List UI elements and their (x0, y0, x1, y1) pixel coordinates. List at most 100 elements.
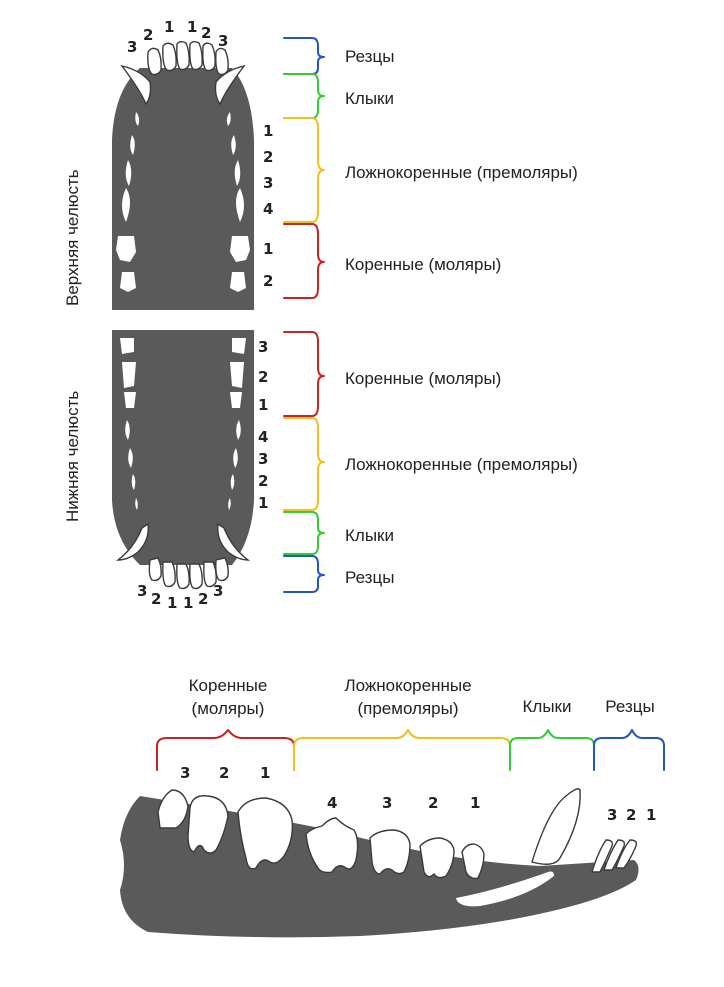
side-canines-bracket (509, 729, 595, 771)
svg-text:4: 4 (263, 200, 273, 218)
side-incisors-bracket (593, 729, 665, 771)
upper-incisors (147, 41, 229, 76)
lower-jaw: Нижняя челюсть (63, 330, 254, 590)
lower-incisor-numbers: 3 2 1 1 2 3 (137, 582, 223, 612)
upper-premolars-right (226, 112, 244, 222)
svg-text:2: 2 (143, 26, 153, 44)
upper-canine-left (120, 64, 152, 106)
lower-incisors-label: Резцы (345, 568, 394, 587)
svg-text:2: 2 (201, 24, 211, 42)
side-premolars-label-line1: Ложнокоренные (344, 676, 471, 695)
svg-text:1: 1 (260, 764, 270, 782)
side-incisors-label: Резцы (605, 697, 654, 716)
lower-premolar-numbers: 4 3 2 1 (258, 428, 268, 512)
svg-text:1: 1 (263, 122, 273, 140)
lower-molars-label: Коренные (моляры) (345, 369, 501, 388)
upper-incisor (202, 42, 216, 72)
upper-molars-bracket (283, 223, 325, 299)
svg-text:1: 1 (263, 240, 273, 258)
upper-jaw-bone (112, 68, 254, 310)
svg-text:1: 1 (187, 18, 197, 36)
svg-text:1: 1 (164, 18, 174, 36)
upper-canines-label: Клыки (345, 89, 394, 108)
side-molar-numbers: 3 2 1 (180, 764, 270, 782)
svg-text:2: 2 (198, 590, 208, 608)
svg-text:2: 2 (428, 794, 438, 812)
svg-text:1: 1 (167, 594, 177, 612)
side-premolar-numbers: 4 3 2 1 (327, 794, 480, 812)
svg-text:1: 1 (470, 794, 480, 812)
lower-incisors (148, 557, 229, 590)
side-molars (157, 789, 294, 870)
lower-molars-right (230, 338, 246, 408)
lower-molars-left (120, 338, 136, 408)
svg-text:1: 1 (183, 594, 193, 612)
svg-text:2: 2 (263, 272, 273, 290)
svg-text:2: 2 (626, 806, 636, 824)
side-molars-label-line1: Коренные (189, 676, 268, 695)
svg-text:4: 4 (258, 428, 268, 446)
lower-molar-numbers: 3 2 1 (258, 338, 268, 414)
upper-molars-label: Коренные (моляры) (345, 255, 501, 274)
upper-incisor (215, 47, 229, 76)
upper-molar-numbers: 1 2 (263, 240, 273, 290)
lower-jaw-bone (112, 330, 254, 565)
upper-jaw-label: Верхняя челюсть (63, 169, 82, 306)
svg-text:3: 3 (258, 338, 268, 356)
lower-premolars-right (228, 420, 241, 510)
upper-canine-right (214, 64, 246, 106)
svg-text:1: 1 (258, 494, 268, 512)
svg-text:3: 3 (218, 32, 228, 50)
lower-premolars-label: Ложнокоренные (премоляры) (345, 455, 578, 474)
side-premolars (305, 817, 485, 880)
svg-text:2: 2 (258, 472, 268, 490)
lower-canine-left (115, 522, 149, 561)
upper-premolars-label: Ложнокоренные (премоляры) (345, 163, 578, 182)
svg-text:2: 2 (219, 764, 229, 782)
lower-canine-right (217, 522, 251, 561)
side-jaw (120, 788, 639, 938)
lower-canines-label: Клыки (345, 526, 394, 545)
svg-text:3: 3 (180, 764, 190, 782)
upper-incisor (176, 41, 190, 71)
upper-jaw: Верхняя челюсть (63, 41, 254, 310)
side-canines-label: Клыки (523, 697, 572, 716)
svg-text:2: 2 (258, 368, 268, 386)
side-premolars-bracket (293, 729, 511, 771)
svg-text:3: 3 (258, 450, 268, 468)
svg-text:3: 3 (213, 582, 223, 600)
lower-canines-bracket (283, 511, 325, 555)
lower-premolars-bracket (283, 417, 325, 511)
upper-premolar-numbers: 1 2 3 4 (263, 122, 273, 218)
svg-text:2: 2 (151, 590, 161, 608)
svg-text:3: 3 (127, 38, 137, 56)
svg-text:3: 3 (382, 794, 392, 812)
svg-text:3: 3 (137, 582, 147, 600)
lower-jaw-label: Нижняя челюсть (63, 391, 82, 522)
side-canine-root (456, 871, 554, 907)
side-incisor-numbers: 3 2 1 (607, 806, 656, 824)
upper-molars-left (116, 236, 136, 292)
upper-incisors-label: Резцы (345, 47, 394, 66)
upper-premolars-left (122, 112, 140, 222)
upper-incisor (189, 41, 203, 71)
side-incisors (591, 839, 638, 873)
upper-incisor-numbers: 3 2 1 1 2 3 (127, 18, 228, 56)
upper-canines-bracket (283, 73, 325, 119)
svg-text:3: 3 (263, 174, 273, 192)
svg-text:3: 3 (607, 806, 617, 824)
upper-incisors-bracket (283, 37, 325, 75)
upper-incisor (162, 42, 177, 72)
upper-incisor (147, 47, 162, 76)
svg-text:4: 4 (327, 794, 337, 812)
side-canine (531, 788, 581, 865)
svg-text:2: 2 (263, 148, 273, 166)
side-premolars-label-line2: (премоляры) (357, 699, 458, 718)
upper-molars-right (230, 236, 250, 292)
upper-premolars-bracket (283, 117, 325, 223)
side-molars-bracket (156, 729, 295, 771)
svg-text:1: 1 (258, 396, 268, 414)
lower-incisors-bracket (283, 555, 325, 593)
lower-premolars-left (125, 420, 138, 510)
